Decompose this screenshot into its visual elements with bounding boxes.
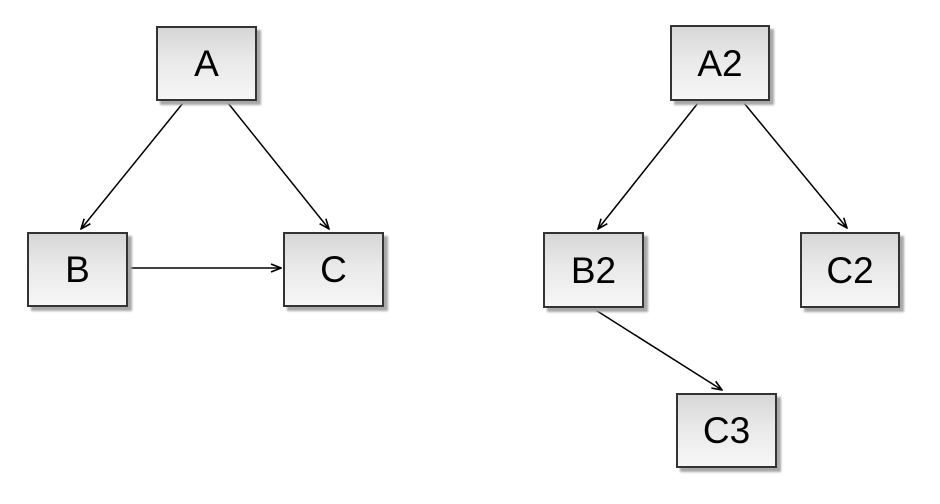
edge-A2-to-B2 xyxy=(598,102,699,229)
node-A[interactable]: A xyxy=(156,26,257,101)
edge-A-to-B xyxy=(81,102,184,229)
node-B2[interactable]: B2 xyxy=(543,232,644,308)
edge-A-to-C xyxy=(227,102,329,229)
node-B[interactable]: B xyxy=(27,232,128,307)
node-label-C: C xyxy=(320,249,347,290)
edge-A2-to-C2 xyxy=(743,102,847,228)
node-label-C3: C3 xyxy=(702,410,751,451)
node-label-A: A xyxy=(194,43,219,84)
node-A2[interactable]: A2 xyxy=(670,25,770,101)
node-C3[interactable]: C3 xyxy=(676,393,777,468)
node-C[interactable]: C xyxy=(283,232,384,307)
node-label-B2: B2 xyxy=(570,249,617,291)
node-label-B: B xyxy=(65,249,90,290)
edge-B2-to-C3 xyxy=(593,308,722,390)
node-label-C2: C2 xyxy=(826,249,874,291)
node-C2[interactable]: C2 xyxy=(800,232,900,308)
node-label-A2: A2 xyxy=(697,42,743,84)
